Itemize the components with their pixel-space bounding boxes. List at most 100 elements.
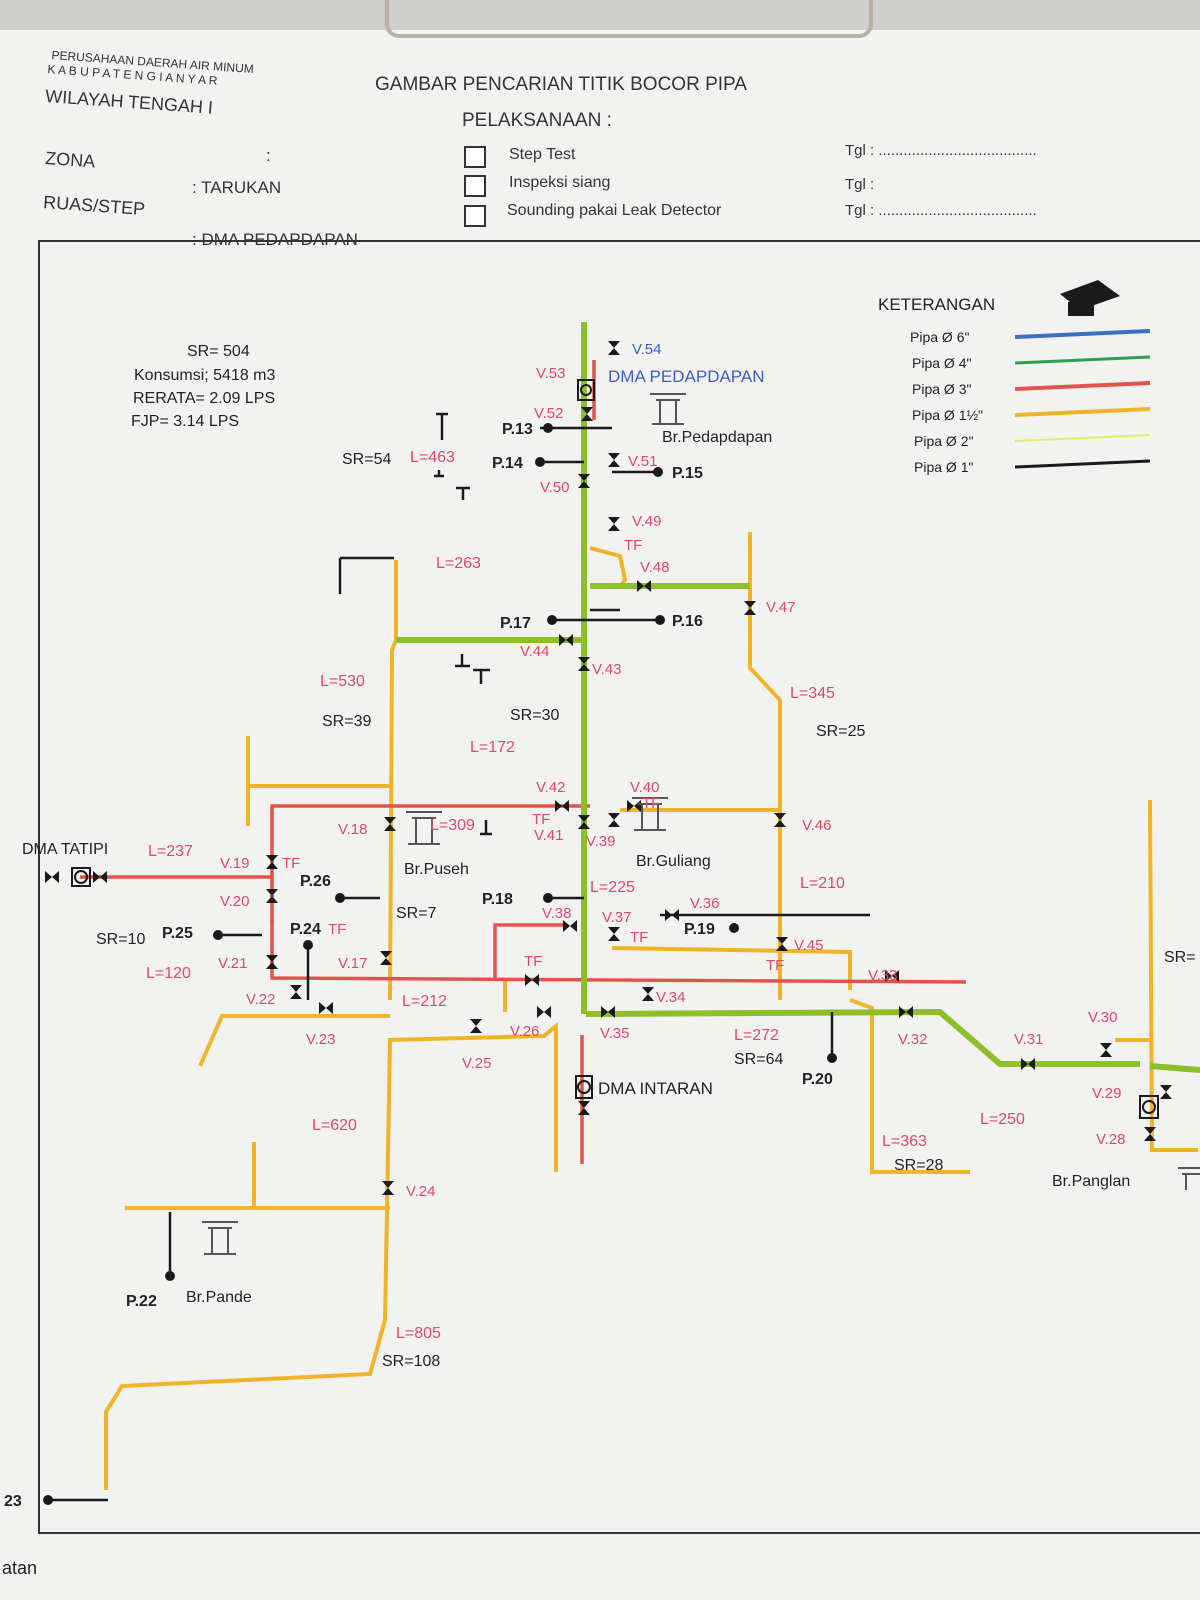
building-panglan: Br.Panglan bbox=[1052, 1173, 1130, 1190]
label-v26: V.26 bbox=[510, 1023, 539, 1040]
valve-v54 bbox=[608, 341, 620, 355]
label-v37: V.37 bbox=[602, 909, 631, 926]
valve-tf-1 bbox=[525, 974, 539, 986]
edge-number: 23 bbox=[4, 1493, 22, 1510]
temple-icon bbox=[650, 393, 686, 425]
tf-label: TF bbox=[624, 537, 642, 554]
valve-v34 bbox=[642, 987, 654, 1001]
valve-v36 bbox=[665, 909, 679, 921]
temple-icon bbox=[632, 797, 668, 831]
label-v47: V.47 bbox=[766, 599, 795, 616]
sr-cut: SR= bbox=[1164, 949, 1196, 966]
length-272: L=272 bbox=[734, 1027, 779, 1044]
label-v35: V.35 bbox=[600, 1025, 629, 1042]
length-309: L=309 bbox=[430, 817, 475, 834]
legend-label-3: Pipa Ø 3" bbox=[912, 381, 971, 397]
tf-label: TF bbox=[532, 811, 550, 828]
legend-label-1-5: Pipa Ø 1½" bbox=[912, 407, 983, 423]
label-p15: P.15 bbox=[672, 465, 703, 482]
valve-v21 bbox=[266, 955, 278, 969]
dma-intaran: DMA INTARAN bbox=[598, 1079, 713, 1098]
zone-value: : TARUKAN bbox=[192, 178, 282, 197]
valve-v37 bbox=[608, 927, 620, 941]
page-title: GAMBAR PENCARIAN TITIK BOCOR PIPA bbox=[375, 74, 747, 95]
label-v30: V.30 bbox=[1088, 1009, 1117, 1026]
sr-39: SR=39 bbox=[322, 713, 371, 730]
valve-v44 bbox=[559, 634, 573, 646]
valve-v45 bbox=[776, 937, 788, 951]
label-v53: V.53 bbox=[536, 365, 565, 382]
hydrant-points bbox=[43, 423, 837, 1505]
label-v39: V.39 bbox=[586, 833, 615, 850]
label-p26: P.26 bbox=[300, 873, 331, 890]
leak-detector-checkbox[interactable] bbox=[464, 205, 486, 227]
length-620: L=620 bbox=[312, 1117, 357, 1134]
label-v18: V.18 bbox=[338, 821, 367, 838]
valve-v19 bbox=[266, 855, 278, 869]
length-120: L=120 bbox=[146, 965, 191, 982]
day-inspection-checkbox[interactable] bbox=[464, 175, 486, 197]
point-p16 bbox=[655, 615, 665, 625]
date-field-2: Tgl : bbox=[845, 176, 875, 193]
paper-sheet bbox=[0, 30, 1200, 1600]
point-p20 bbox=[827, 1053, 837, 1063]
building-pande: Br.Pande bbox=[186, 1289, 252, 1306]
point-p25 bbox=[213, 930, 223, 940]
step-test-checkbox[interactable] bbox=[464, 146, 486, 168]
valve-v48 bbox=[637, 580, 651, 592]
valve-v50 bbox=[578, 474, 590, 488]
valve-v26 bbox=[537, 1006, 551, 1018]
label-v33: V.33 bbox=[868, 967, 897, 984]
valve-v24 bbox=[382, 1181, 394, 1195]
length-263: L=263 bbox=[436, 555, 481, 572]
label-v28: V.28 bbox=[1096, 1131, 1125, 1148]
label-v31: V.31 bbox=[1014, 1031, 1043, 1048]
stat-sr: SR= 504 bbox=[187, 343, 250, 360]
day-inspection-label: Inspeksi siang bbox=[509, 174, 611, 191]
building-guliang: Br.Guliang bbox=[636, 853, 711, 870]
sr-108: SR=108 bbox=[382, 1353, 440, 1370]
valve-v41 bbox=[578, 815, 590, 829]
length-212: L=212 bbox=[402, 993, 447, 1010]
sr-25: SR=25 bbox=[816, 723, 865, 740]
valve-tatipi-2 bbox=[93, 871, 107, 883]
region-colon: : bbox=[266, 146, 271, 165]
label-p25: P.25 bbox=[162, 925, 193, 942]
length-463: L=463 bbox=[410, 449, 455, 466]
label-v40: V.40 bbox=[630, 779, 659, 796]
point-p14 bbox=[535, 457, 545, 467]
buildings bbox=[202, 393, 1200, 1255]
legend-label-6: Pipa Ø 6" bbox=[910, 329, 969, 345]
label-v17: V.17 bbox=[338, 955, 367, 972]
label-p14: P.14 bbox=[492, 455, 523, 472]
label-v41: V.41 bbox=[534, 827, 563, 844]
valve-v31 bbox=[1021, 1058, 1035, 1070]
label-v52: V.52 bbox=[534, 405, 563, 422]
valve-v18 bbox=[384, 817, 396, 831]
dma-pedapdapan: DMA PEDAPDAPAN bbox=[608, 367, 765, 386]
point-p18 bbox=[543, 893, 553, 903]
label-v19: V.19 bbox=[220, 855, 249, 872]
valve-tatipi-1 bbox=[45, 871, 59, 883]
meter-icon bbox=[1139, 1095, 1159, 1119]
meter-icon bbox=[575, 1075, 593, 1099]
point-p19 bbox=[729, 923, 739, 933]
valve-v30 bbox=[1100, 1043, 1112, 1057]
water-meters bbox=[71, 379, 1159, 1119]
valve-v28 bbox=[1144, 1127, 1156, 1141]
tf-label: TF bbox=[630, 929, 648, 946]
tf-label: TF bbox=[766, 957, 784, 974]
length-225: L=225 bbox=[590, 879, 635, 896]
meter-icon bbox=[71, 867, 91, 887]
legend-label-1: Pipa Ø 1" bbox=[914, 459, 973, 475]
sr-30: SR=30 bbox=[510, 707, 559, 724]
label-v44: V.44 bbox=[520, 643, 549, 660]
valve-v42 bbox=[555, 800, 569, 812]
diagram-frame bbox=[38, 240, 1200, 1534]
valve-v25 bbox=[470, 1019, 482, 1033]
label-v32: V.32 bbox=[898, 1031, 927, 1048]
length-210: L=210 bbox=[800, 875, 845, 892]
label-v23: V.23 bbox=[306, 1031, 335, 1048]
dma-tatipi: DMA TATIPI bbox=[22, 841, 108, 858]
sr-64: SR=64 bbox=[734, 1051, 783, 1068]
